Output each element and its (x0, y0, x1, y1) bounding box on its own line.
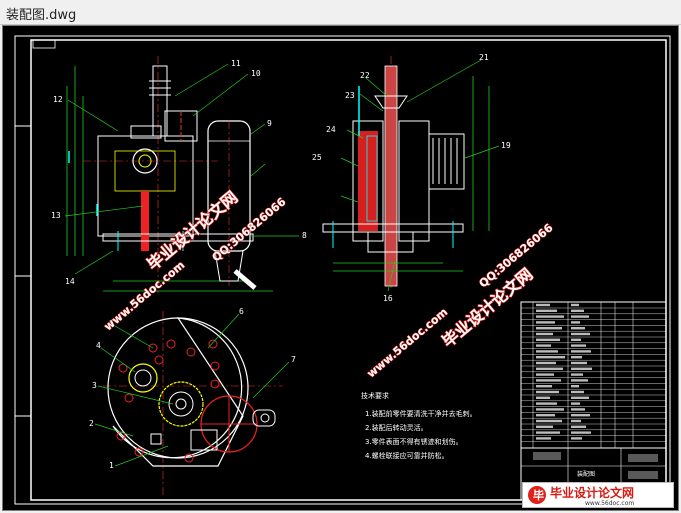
part-label-16: 16 (383, 294, 393, 303)
svg-text:毕: 毕 (533, 488, 544, 502)
part-label-14: 14 (65, 277, 75, 286)
sheet-outer-frame (14, 35, 671, 505)
notes-heading: 技术要求 (361, 391, 389, 400)
part-label-24: 25 (312, 153, 322, 162)
parts-list-cell-mark (536, 350, 558, 353)
site-logo-badge: 毕 毕业设计论文网 www.56doc.com (522, 482, 674, 508)
watermark-url-1: www.56doc.com (102, 258, 188, 333)
parts-list-cell-mark (536, 321, 555, 324)
parts-list-table (520, 301, 667, 449)
parts-list-cell-mark (571, 402, 580, 405)
part-label-19: 19 (501, 141, 511, 150)
parts-list-cell-mark (536, 437, 551, 440)
top-view: 4 5 3 2 1 6 7 (89, 307, 296, 496)
parts-list-cell-mark (571, 321, 580, 324)
parts-list-cell-mark (536, 367, 563, 370)
title-block-label: 装配图 (577, 470, 595, 478)
part-label-7: 7 (291, 355, 296, 364)
part-label-20: 21 (479, 53, 489, 62)
logo-url: www.56doc.com (585, 500, 634, 507)
watermark-overlay: 毕业设计论文网 QQ:306826066 www.56doc.com 毕业设计论… (101, 187, 556, 381)
parts-list-cell-mark (571, 437, 582, 440)
parts-list-cell-mark (571, 408, 585, 411)
part-label-3: 3 (92, 381, 97, 390)
part-label-9: 9 (267, 119, 272, 128)
part-label-10: 10 (251, 69, 261, 78)
part-label-22: 23 (345, 91, 355, 100)
part-label-21: 22 (360, 71, 370, 80)
parts-list-cell-mark (571, 379, 588, 382)
parts-list-cell-mark (536, 402, 557, 405)
watermark-url-2: www.56doc.com (365, 305, 451, 380)
parts-list-cell-mark (571, 431, 591, 434)
parts-list-cell-mark (536, 385, 552, 388)
part-label-4: 4 (96, 341, 101, 350)
part-label-5: 5 (109, 319, 114, 328)
parts-list-cell-mark (536, 373, 554, 376)
window-titlebar: 装配图.dwg (0, 0, 681, 25)
logo-emblem-icon (528, 486, 546, 504)
parts-list-cell-mark (571, 315, 589, 318)
parts-list-cell-mark (571, 390, 584, 394)
logo-text: 毕业设计论文网 (550, 485, 634, 500)
parts-list-cell-mark (571, 332, 590, 336)
window-title: 装配图.dwg (6, 8, 77, 23)
part-label-8: 8 (302, 231, 307, 240)
parts-list-cell-mark (536, 303, 550, 307)
parts-list-cell-mark (571, 367, 592, 370)
parts-list-cell-mark (536, 315, 564, 318)
parts-list-cell-mark (571, 425, 586, 428)
note-line-4: 4.螺栓联接应可靠并防松。 (365, 451, 449, 460)
part-label-2: 2 (89, 419, 94, 428)
technical-notes: 技术要求 1.装配前零件要清洗干净并去毛刺。 2.装配后转动灵活。 3.零件表面… (361, 391, 477, 460)
parts-list-cell-mark (571, 414, 590, 417)
parts-list-cell-mark (536, 431, 560, 434)
parts-list-cell-mark (571, 338, 581, 341)
parts-list-cell-mark (571, 327, 585, 330)
parts-list-cell-mark (536, 396, 550, 399)
parts-list-cell-mark (571, 303, 579, 307)
parts-list-cell-mark (571, 419, 581, 423)
part-label-11: 11 (231, 59, 241, 68)
parts-list-cell-mark (536, 327, 562, 330)
parts-list-cell-mark (536, 379, 561, 382)
part-label-12: 12 (53, 95, 63, 104)
parts-list-cell-mark (571, 309, 584, 312)
parts-list-cell-mark (536, 338, 560, 341)
part-label-1: 1 (109, 461, 114, 470)
parts-list-cell-mark (536, 414, 555, 417)
part-label-13: 13 (51, 211, 61, 220)
note-line-1: 1.装配前零件要清洗干净并去毛刺。 (365, 409, 477, 418)
parts-list-cell-mark (571, 356, 582, 359)
front-view: 11 10 9 8 12 13 14 (51, 56, 307, 296)
cad-drawing-canvas[interactable]: 11 10 9 8 12 13 14 (2, 25, 679, 511)
parts-list-cell-mark (536, 390, 559, 394)
parts-list-cell-mark (571, 385, 579, 388)
section-view: 22 23 24 25 21 19 16 (312, 53, 511, 303)
parts-list-cell-mark (571, 396, 589, 399)
parts-list-cell-mark (571, 344, 586, 347)
parts-list-cell-mark (536, 332, 553, 336)
sheet-inner-frame (30, 39, 667, 501)
parts-list-cell-mark (536, 309, 557, 312)
parts-list-cell-mark (571, 373, 583, 376)
parts-list-cell-mark (536, 361, 556, 365)
parts-list-cell-mark (536, 344, 551, 347)
parts-list-cell-mark (536, 425, 553, 428)
site-logo: 毕 毕业设计论文网 www.56doc.com (528, 485, 634, 507)
parts-list-cell-mark (571, 361, 587, 365)
note-line-3: 3.零件表面不得有锈迹和划伤。 (365, 437, 463, 446)
drawing-svg: 11 10 9 8 12 13 14 (14, 35, 671, 505)
note-line-2: 2.装配后转动灵活。 (365, 423, 428, 432)
parts-list-cell-mark (536, 419, 562, 423)
part-label-6: 6 (239, 307, 244, 316)
parts-list-cell-mark (571, 350, 591, 353)
parts-list-cell-mark (536, 408, 564, 411)
part-label-23: 24 (326, 125, 336, 134)
parts-list-cell-mark (536, 356, 565, 359)
